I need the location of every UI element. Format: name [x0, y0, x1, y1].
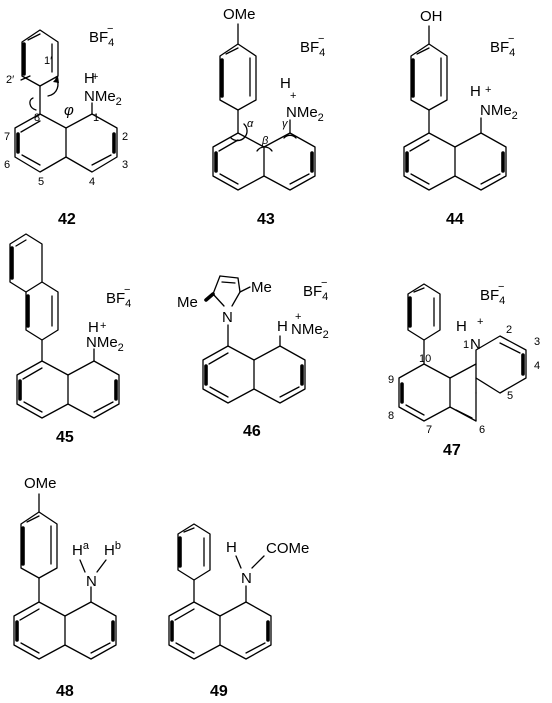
compound-44-oh: OH [420, 8, 443, 25]
compound-42-pos-2: 2 [122, 131, 128, 143]
compound-42-pos-4: 4 [89, 176, 95, 188]
compound-44-h: H [470, 83, 481, 100]
compound-47-pos-3: 3 [534, 336, 540, 348]
compound-48-number: 48 [56, 683, 74, 700]
compound-45-plus: + [100, 320, 106, 332]
compound-45-h: H [88, 319, 99, 336]
compound-48-n: N [86, 573, 97, 590]
compound-43-ome: OMe [223, 6, 256, 23]
compound-42-anion-charge: − [107, 23, 113, 35]
compound-42-pos-3: 3 [122, 159, 128, 171]
compound-42-bonds [14, 29, 118, 173]
compound-49-n: N [241, 570, 252, 587]
compound-46-me-left: Me [177, 294, 198, 311]
compound-48: OMe Ha Hb N 48 [13, 475, 121, 700]
compound-42-anion: BF4 [89, 29, 114, 49]
compound-48-ha: Ha [72, 540, 90, 559]
compound-44-nme2: NMe2 [480, 102, 518, 122]
compound-46-n-pyrrole: N [222, 309, 233, 326]
compound-47-pos-10: 10 [419, 353, 431, 365]
compound-49-bonds [168, 523, 272, 660]
compound-43-bonds [212, 23, 316, 191]
compound-42-h: H [84, 70, 95, 87]
compound-42-pos-1prime: 1′ [44, 55, 52, 67]
compound-46-bonds [202, 275, 306, 404]
compound-47-anion-charge: − [498, 281, 504, 293]
compound-46: BF4 − Me Me N H + NMe2 46 [177, 275, 329, 440]
compound-47-pos-9: 9 [388, 374, 394, 386]
compound-47-pos-1: 1 [463, 339, 469, 351]
compound-43: OMe BF4 − H + NMe2 α β γ 43 [212, 6, 325, 228]
compound-43-plus: + [290, 90, 296, 102]
compound-47-number: 47 [443, 442, 461, 459]
compound-45-number: 45 [56, 429, 74, 446]
compound-47-pos-2: 2 [506, 324, 512, 336]
compound-47-plus: + [477, 316, 483, 328]
compound-48-hb: Hb [104, 540, 121, 559]
compound-42-pos-5: 5 [38, 176, 44, 188]
compound-42-nme2: NMe2 [84, 88, 122, 108]
compound-46-nme2: NMe2 [291, 321, 329, 341]
compound-49-come: COMe [266, 540, 309, 557]
compound-46-me-right: Me [251, 279, 272, 296]
compound-47-pos-6: 6 [479, 424, 485, 436]
compound-49: H N COMe 49 [168, 523, 309, 700]
compound-43-anion-charge: − [318, 33, 324, 45]
compound-42-plus: + [92, 71, 98, 83]
compound-47-bonds [398, 283, 527, 422]
compound-43-number: 43 [257, 211, 275, 228]
compound-42-number: 42 [58, 211, 76, 228]
compound-45-anion-charge: − [124, 284, 130, 296]
compound-44-anion-charge: − [508, 33, 514, 45]
compound-43-anion: BF4 [300, 39, 325, 59]
compound-46-anion-charge: − [321, 277, 327, 289]
compound-43-gamma: γ [282, 118, 289, 130]
compound-44: OH BF4 − H + NMe2 44 [403, 8, 518, 228]
compound-42-pos-6: 6 [4, 159, 10, 171]
compound-45-bonds [9, 233, 120, 419]
compound-43-nme2: NMe2 [286, 104, 324, 124]
compound-47-pos-4: 4 [534, 360, 540, 372]
compound-43-beta: β [261, 135, 269, 147]
compound-44-anion: BF4 [490, 39, 515, 59]
compound-42-pos-7: 7 [4, 131, 10, 143]
compound-42: BF4 − H + NMe2 2′ 1′ 8 1 φ 2 3 4 5 6 7 4… [4, 23, 128, 228]
compound-47-pos-5: 5 [507, 390, 513, 402]
compound-43-alpha: α [247, 118, 254, 130]
compound-45-anion: BF4 [106, 290, 131, 310]
compound-45-nme2: NMe2 [86, 334, 124, 354]
compound-42-pos-8: 8 [34, 112, 40, 124]
compound-49-h: H [226, 539, 237, 556]
compound-46-h: H [277, 318, 288, 335]
compound-47: BF4 − H + N 1 2 3 4 5 6 7 8 9 10 47 [388, 281, 540, 459]
compound-44-number: 44 [446, 211, 464, 228]
compound-47-pos-7: 7 [426, 424, 432, 436]
compound-43-h: H [280, 75, 291, 92]
compound-45: BF4 − H + NMe2 45 [9, 233, 131, 446]
compound-42-phi: φ [64, 102, 74, 119]
compound-49-number: 49 [210, 683, 228, 700]
compound-46-plus: + [295, 311, 301, 323]
compound-46-number: 46 [243, 423, 261, 440]
compound-47-pos-8: 8 [388, 410, 394, 422]
compound-48-ome: OMe [24, 475, 57, 492]
compound-44-plus: + [485, 84, 491, 96]
compound-44-bonds [403, 25, 507, 191]
compound-47-anion: BF4 [480, 287, 505, 307]
compound-42-pos-1: 1 [93, 112, 99, 124]
compound-47-h: H [456, 318, 467, 335]
compound-48-bonds [13, 493, 117, 660]
compound-46-anion: BF4 [303, 283, 328, 303]
compound-47-n: N [470, 336, 481, 353]
compound-42-pos-2prime: 2′ [6, 74, 14, 86]
